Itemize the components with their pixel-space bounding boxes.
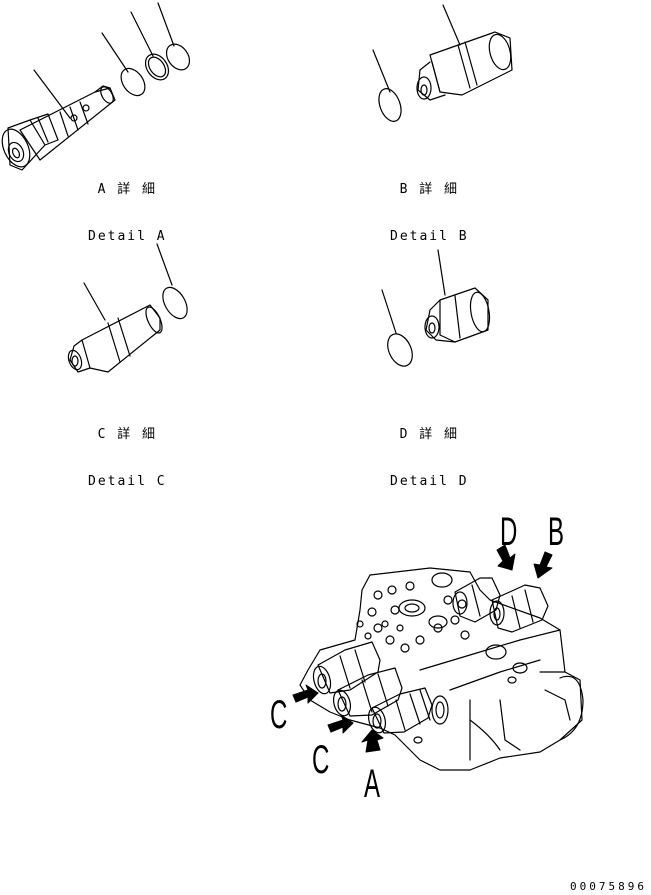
document-number: 00075896 xyxy=(570,880,647,893)
detail-a-en: Detail A xyxy=(88,229,167,244)
arrow-c1 xyxy=(293,685,318,703)
detail-b-jp: B 詳 細 xyxy=(399,182,460,197)
o-ring-a2 xyxy=(162,40,194,74)
detail-a-caption: A 詳 細 Detail A xyxy=(88,155,167,258)
detail-c-en: Detail C xyxy=(88,474,167,489)
o-ring-c xyxy=(158,283,192,322)
detail-b-en: Detail B xyxy=(390,229,469,244)
o-ring-b xyxy=(375,86,405,125)
arrow-a xyxy=(362,730,383,752)
callout-arrows xyxy=(293,545,552,752)
arrow-c2 xyxy=(328,715,353,733)
detail-a-jp: A 詳 細 xyxy=(97,182,158,197)
arrow-b xyxy=(534,552,552,578)
arrow-d xyxy=(497,545,515,570)
callout-b-label: B xyxy=(548,510,565,554)
callout-c2-label: C xyxy=(312,738,330,782)
callout-d-label: D xyxy=(500,510,518,554)
callout-c1-label: C xyxy=(270,693,288,737)
o-ring-a1 xyxy=(116,64,150,100)
detail-a-drawing xyxy=(0,3,194,171)
detail-c-jp: C 詳 細 xyxy=(97,427,158,442)
detail-c-caption: C 詳 細 Detail C xyxy=(88,400,167,503)
callout-a-label: A xyxy=(364,762,381,806)
detail-d-drawing xyxy=(382,250,492,370)
detail-b-caption: B 詳 細 Detail B xyxy=(390,155,469,258)
detail-d-caption: D 詳 細 Detail D xyxy=(390,400,469,503)
detail-c-drawing xyxy=(66,244,192,372)
o-ring-d xyxy=(383,330,417,370)
backup-ring-a xyxy=(141,50,173,84)
detail-d-jp: D 詳 細 xyxy=(399,427,460,442)
detail-d-en: Detail D xyxy=(390,474,469,489)
detail-b-drawing xyxy=(373,5,514,124)
control-valve-assembly xyxy=(300,568,583,770)
